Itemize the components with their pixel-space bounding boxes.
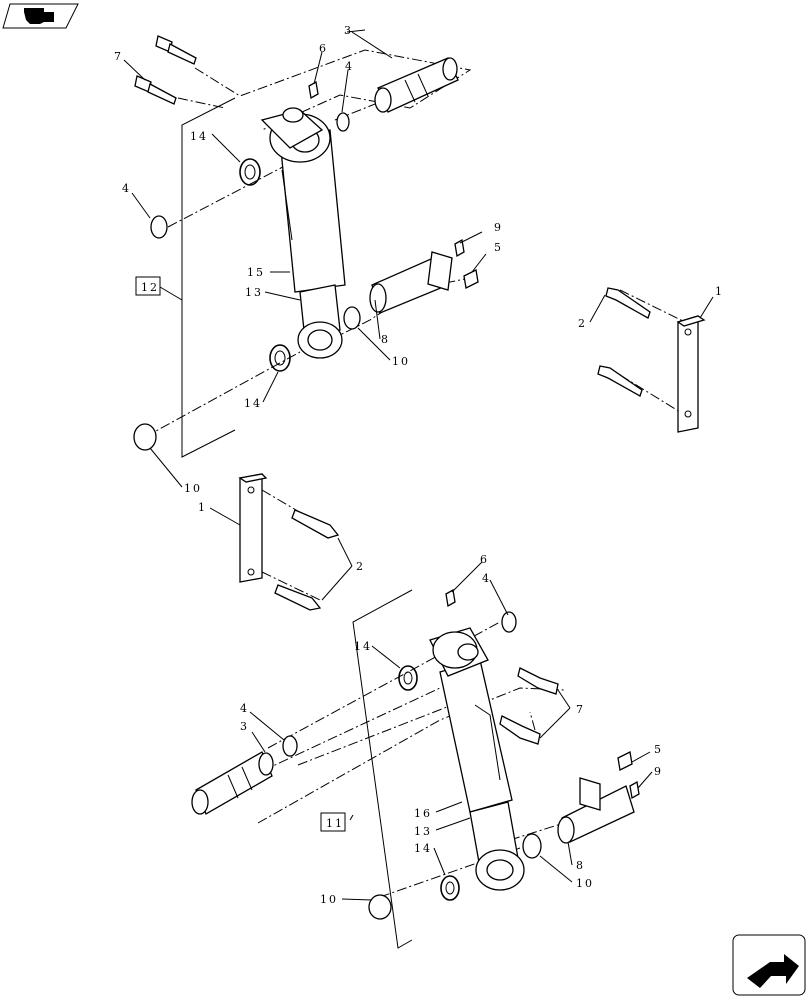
grease-fitting-6 <box>308 80 319 100</box>
bolt-7 <box>517 667 559 695</box>
callout-3: 3 <box>344 24 353 37</box>
callout-4: 4 <box>345 60 354 73</box>
leader-lines <box>123 29 714 901</box>
callout-14: 14 <box>190 130 208 143</box>
bolt-2 <box>597 365 643 397</box>
bolt-2 <box>291 509 340 539</box>
callout-14: 14 <box>414 842 432 855</box>
bolt-5 <box>617 751 633 771</box>
callout-1: 1 <box>715 285 724 298</box>
callout-11: 11 <box>326 817 344 830</box>
grease-fitting-6 <box>445 588 456 608</box>
callout-13: 13 <box>245 286 263 299</box>
callout-7: 7 <box>114 50 123 63</box>
callout-12: 12 <box>141 281 159 294</box>
callout-4: 4 <box>482 572 491 585</box>
bolt-7 <box>499 715 541 745</box>
callout-8: 8 <box>381 333 390 346</box>
bolt-2 <box>605 287 651 319</box>
callout-box-11 <box>320 812 346 832</box>
callout-8: 8 <box>576 859 585 872</box>
callout-6: 6 <box>480 553 489 566</box>
pin-8 <box>369 251 453 314</box>
grease-fitting-9 <box>454 238 465 258</box>
bolt-7 <box>155 35 197 65</box>
snap-ring-10 <box>133 423 157 451</box>
callout-4: 4 <box>240 702 249 715</box>
callout-box-12 <box>135 276 161 296</box>
callout-3: 3 <box>240 720 249 733</box>
snap-ring-4 <box>501 611 517 633</box>
callout-14: 14 <box>244 397 262 410</box>
hydraulic-cylinder-15 <box>260 107 346 359</box>
callout-1: 1 <box>198 501 207 514</box>
mounting-plate-1 <box>238 473 268 583</box>
bearing-14 <box>269 344 291 372</box>
bearing-14 <box>440 875 460 901</box>
grease-fitting-9 <box>629 780 640 800</box>
pivot-pin-3 <box>374 57 459 113</box>
callout-10: 10 <box>576 877 594 890</box>
pin-8 <box>557 777 635 844</box>
callout-6: 6 <box>319 42 328 55</box>
bearing-14 <box>398 665 418 691</box>
callout-5: 5 <box>654 743 663 756</box>
back-arrow-icon[interactable] <box>2 3 79 29</box>
callout-10: 10 <box>320 893 338 906</box>
forward-arrow-icon[interactable] <box>732 934 806 996</box>
snap-ring-10 <box>343 306 361 330</box>
bolt-2 <box>274 584 322 611</box>
mounting-plate-1 <box>676 315 706 433</box>
callout-13: 13 <box>414 825 432 838</box>
snap-ring-10 <box>368 894 392 920</box>
callout-14: 14 <box>354 640 372 653</box>
callout-10: 10 <box>184 482 202 495</box>
callout-9: 9 <box>494 221 503 234</box>
bearing-14 <box>239 158 261 186</box>
snap-ring-10 <box>522 833 542 859</box>
callout-10: 10 <box>392 355 410 368</box>
bolt-7 <box>134 75 177 105</box>
callout-16: 16 <box>414 807 432 820</box>
callout-7: 7 <box>576 703 585 716</box>
callout-15: 15 <box>247 266 265 279</box>
pivot-pin-3 <box>191 751 274 815</box>
hydraulic-cylinder-16 <box>429 627 525 891</box>
callout-9: 9 <box>654 765 663 778</box>
callout-2: 2 <box>356 560 365 573</box>
callout-4: 4 <box>122 182 131 195</box>
callout-5: 5 <box>494 241 503 254</box>
callout-2: 2 <box>578 317 587 330</box>
snap-ring-4 <box>282 735 298 757</box>
bolt-5 <box>463 269 479 289</box>
snap-ring-4 <box>336 112 350 132</box>
snap-ring-4 <box>150 215 168 239</box>
